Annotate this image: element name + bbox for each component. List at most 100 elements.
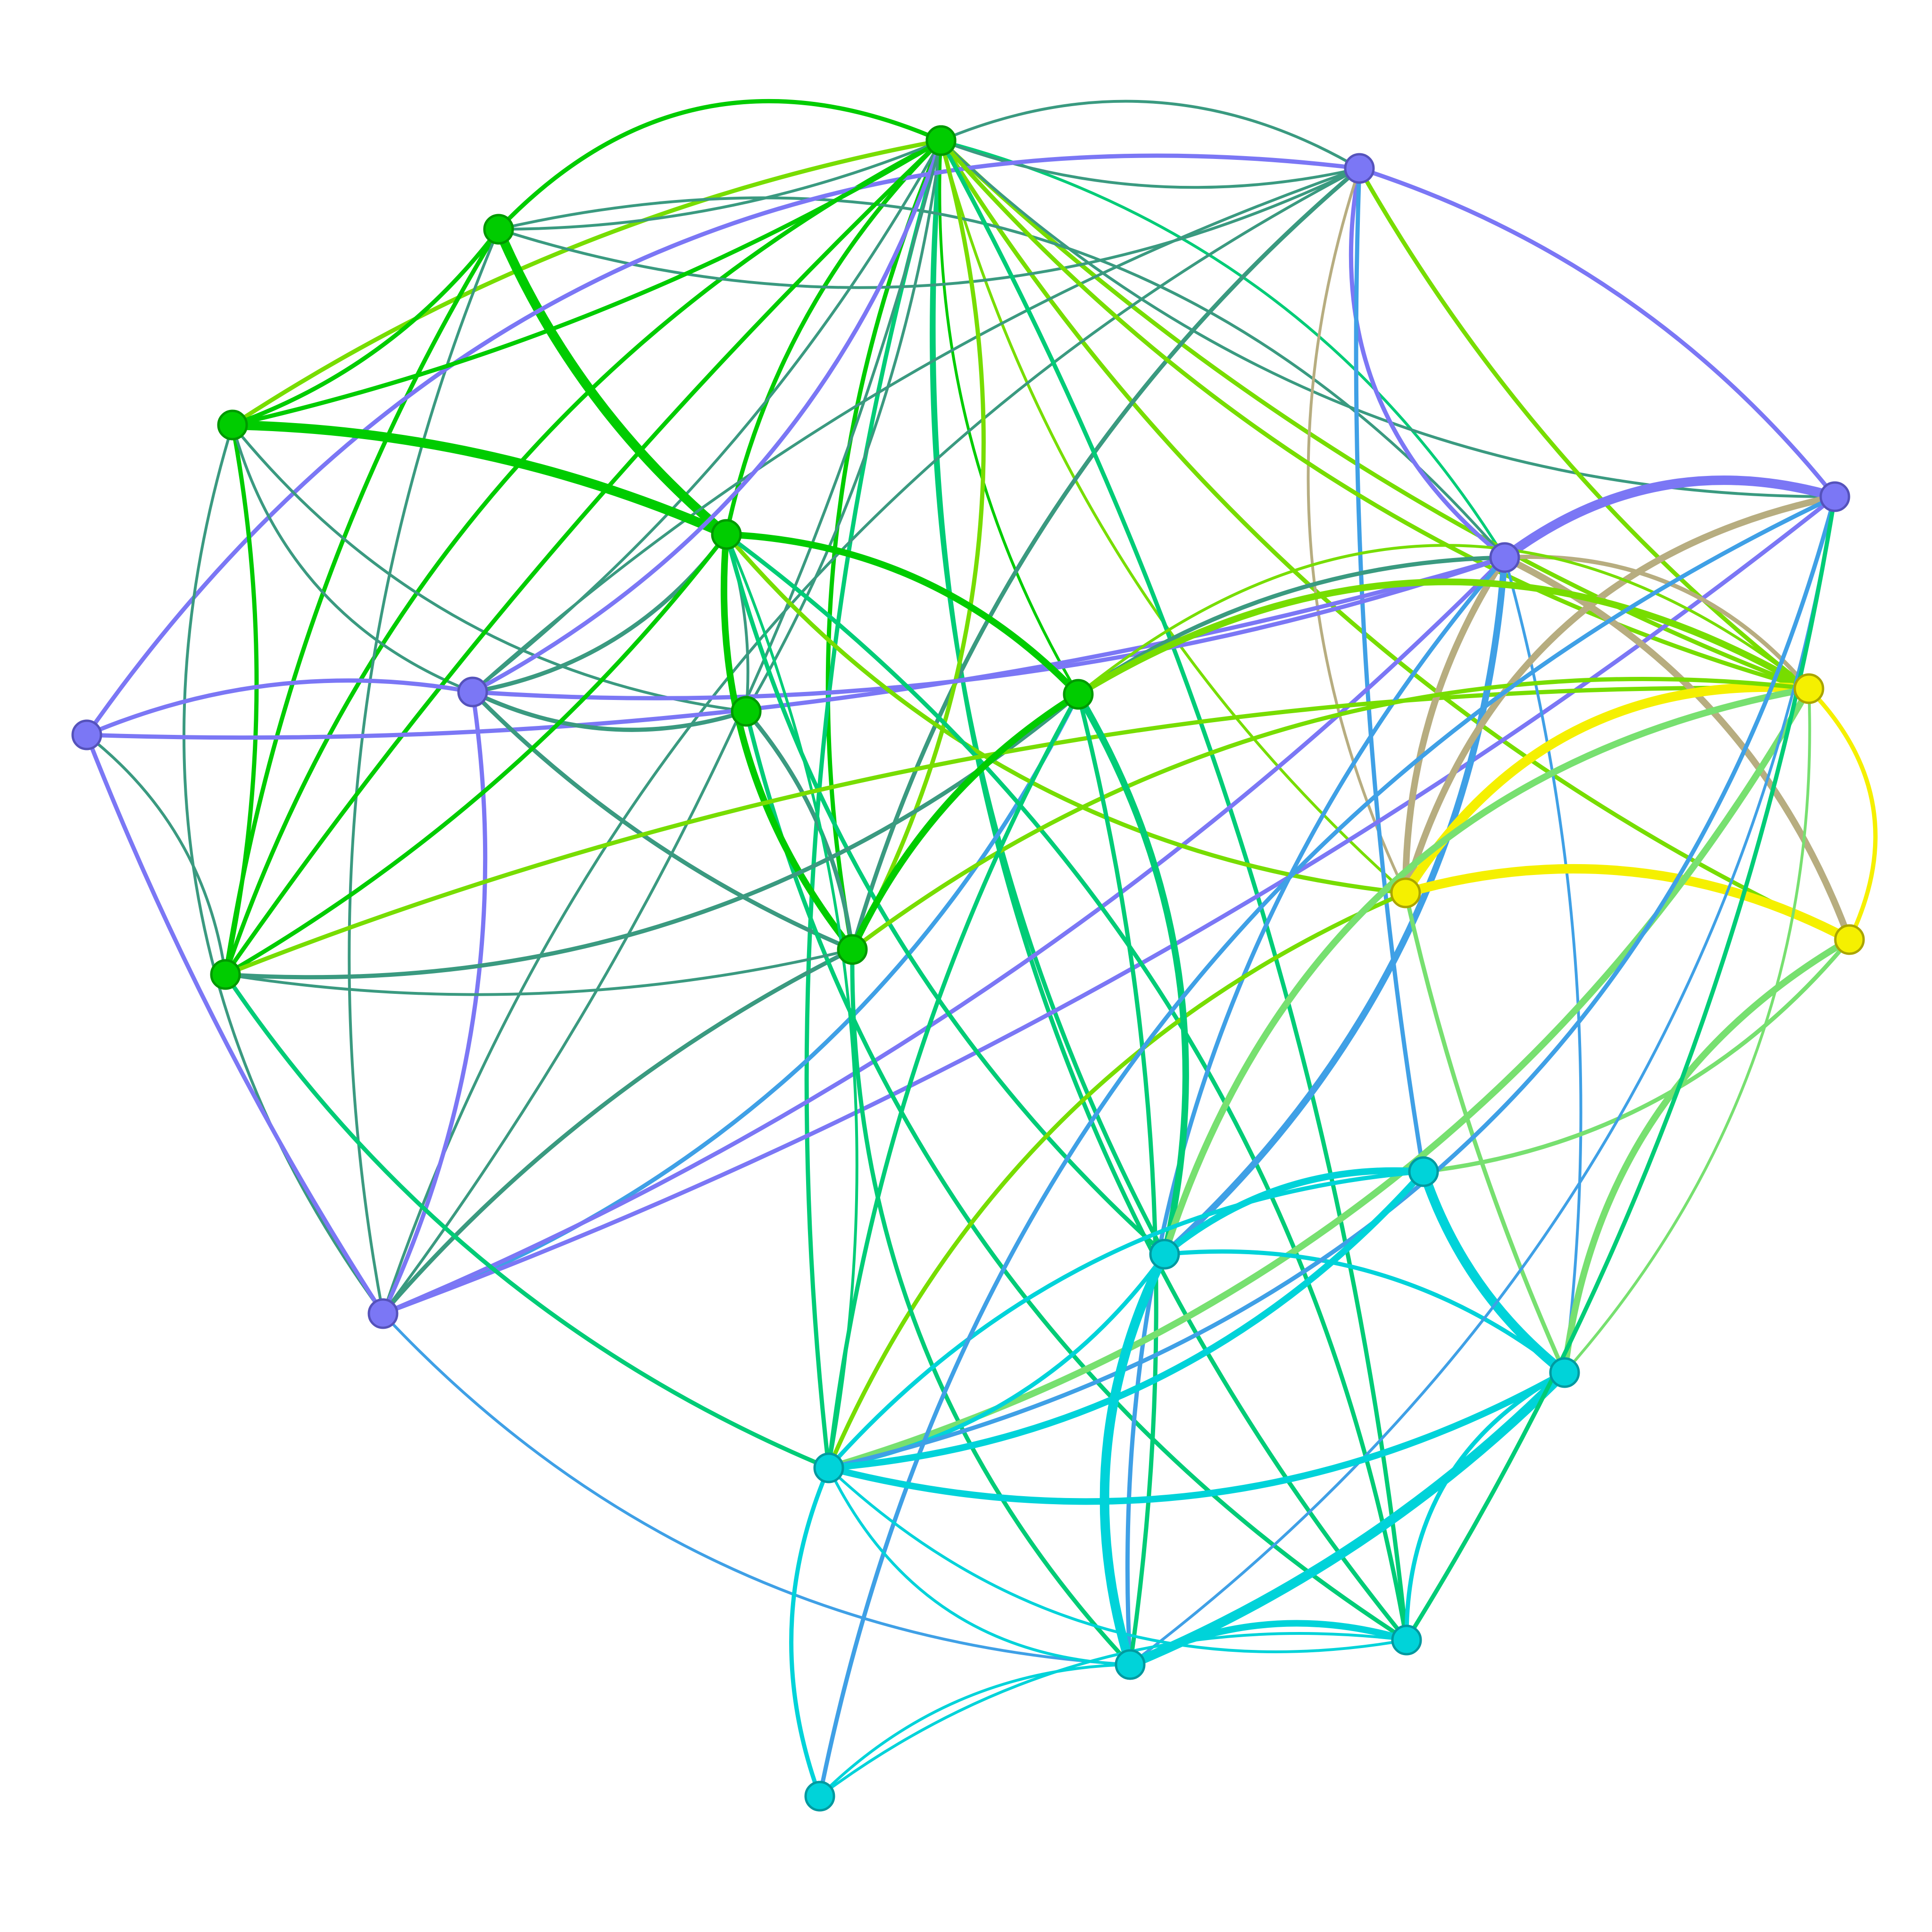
edge-n7-n9 — [470, 690, 749, 732]
edge-n11-n15 — [223, 692, 1081, 980]
edge-n20-n21 — [826, 494, 1837, 1470]
edge-n1-n19 — [930, 138, 1167, 1257]
node-n25[interactable] — [804, 1781, 835, 1812]
edge-n10-n14 — [720, 531, 856, 953]
edge-n21-n25 — [789, 1466, 831, 1799]
edge-n22-n24 — [1125, 1368, 1569, 1669]
edge-n4-n9 — [231, 424, 748, 713]
edge-n13-n21 — [826, 891, 1408, 1470]
edge-n5-n8 — [382, 139, 942, 1315]
edge-n20-n22 — [1129, 495, 1836, 1666]
node-n20[interactable] — [1819, 481, 1850, 512]
edge-n1-n3 — [940, 100, 1361, 170]
node-n3[interactable] — [1344, 153, 1375, 184]
edge-n1-n15 — [938, 139, 1080, 696]
edge-n15-n19 — [1075, 691, 1189, 1257]
node-n14[interactable] — [837, 934, 868, 965]
edge-n1-n7 — [471, 139, 942, 693]
node-n9[interactable] — [731, 696, 762, 727]
node-n18[interactable] — [1408, 1156, 1439, 1187]
node-n5[interactable] — [925, 125, 957, 156]
edge-n12-n22 — [1125, 555, 1507, 1667]
edge-n21-n24 — [825, 1369, 1568, 1505]
edge-n18-n19 — [1161, 1167, 1427, 1257]
edge-n21-n23 — [827, 1466, 1408, 1653]
edge-n23-n24 — [1404, 1370, 1567, 1642]
edge-n8-n14 — [381, 947, 855, 1316]
edge-n1-n20 — [940, 139, 1836, 499]
edge-n1-n13 — [940, 139, 1407, 894]
edge-n21-n18 — [825, 1168, 1427, 1471]
edge-n4-n8 — [183, 424, 384, 1315]
edge-n4-n5 — [230, 138, 943, 427]
edge-n15-n16 — [1075, 578, 1812, 698]
node-n15[interactable] — [1063, 679, 1094, 710]
edge-n13-n20 — [1402, 493, 1838, 896]
node-n11[interactable] — [210, 959, 241, 990]
node-n17[interactable] — [1834, 924, 1865, 955]
edge-n1-n12 — [940, 139, 1506, 559]
node-n23[interactable] — [1391, 1624, 1422, 1656]
edge-n1-n11 — [223, 138, 943, 977]
edge-n3-n18 — [1354, 166, 1426, 1174]
node-n4[interactable] — [217, 409, 248, 441]
edge-n12-n20 — [1500, 475, 1840, 562]
edge-n10-n23 — [724, 532, 1409, 1642]
edge-n1-n21 — [804, 138, 943, 1470]
edge-n3-n16 — [1357, 166, 1811, 691]
node-n2[interactable] — [483, 214, 514, 245]
edge-n11-n21 — [223, 972, 831, 1470]
edge-n3-n13 — [1307, 167, 1407, 894]
edge-n14-n15 — [849, 691, 1082, 953]
edge-n10-n19 — [724, 532, 1167, 1257]
node-n21[interactable] — [813, 1452, 844, 1483]
edge-n12-n24 — [1503, 556, 1582, 1374]
edge-n10-n11 — [223, 532, 729, 977]
edge-n5-n14 — [850, 138, 986, 952]
edge-n8-n22 — [382, 1312, 1132, 1666]
edge-n3-n6 — [84, 153, 1362, 737]
node-n6[interactable] — [71, 719, 102, 750]
node-n10[interactable] — [711, 519, 742, 550]
node-n16[interactable] — [1793, 673, 1824, 704]
edge-n12-n19 — [1161, 554, 1508, 1257]
edge-n19-n24 — [1162, 1249, 1567, 1375]
edge-n6-n8 — [84, 733, 385, 1316]
edge-n3-n7 — [471, 167, 1361, 693]
edge-n2-n4 — [230, 227, 501, 427]
edge-n11-n14 — [224, 948, 854, 996]
node-n24[interactable] — [1549, 1357, 1580, 1388]
edge-n1-n9 — [745, 139, 942, 713]
edge-n4-n7 — [231, 424, 474, 693]
edge-n8-n15 — [381, 692, 1081, 1316]
edge-n3-n8 — [382, 167, 1361, 1315]
node-n12[interactable] — [1489, 542, 1520, 573]
edge-n15-n16 — [1077, 544, 1810, 696]
edge-n3-n14 — [850, 166, 1362, 952]
edge-n9-n23 — [744, 709, 1409, 1642]
edge-n7-n8 — [381, 690, 488, 1316]
edge-n5-n7 — [470, 138, 943, 694]
node-n8[interactable] — [367, 1298, 399, 1329]
edge-n7-n12 — [470, 555, 1507, 700]
edge-n16-n19 — [1161, 685, 1812, 1257]
node-n19[interactable] — [1149, 1239, 1180, 1270]
edge-n1-n16 — [939, 138, 1811, 691]
node-n13[interactable] — [1390, 877, 1421, 908]
edge-layer — [84, 99, 1878, 1799]
edge-n23-n25 — [818, 1632, 1408, 1798]
edge-n13-n24 — [1403, 891, 1567, 1375]
edge-n15-n21 — [826, 692, 1081, 1470]
edge-n10-n21 — [725, 533, 858, 1469]
edge-n10-n15 — [725, 533, 1080, 696]
node-n22[interactable] — [1115, 1649, 1146, 1680]
edge-n1-n2 — [496, 99, 943, 232]
edge-n14-n22 — [850, 947, 1133, 1667]
edge-n12-n13 — [1402, 554, 1508, 896]
edge-n15-n22 — [1076, 692, 1158, 1667]
node-n7[interactable] — [457, 676, 488, 708]
edge-n22-n19 — [1099, 1249, 1169, 1669]
edge-n1-n23 — [931, 138, 1409, 1642]
edge-n4-n10 — [228, 420, 731, 539]
